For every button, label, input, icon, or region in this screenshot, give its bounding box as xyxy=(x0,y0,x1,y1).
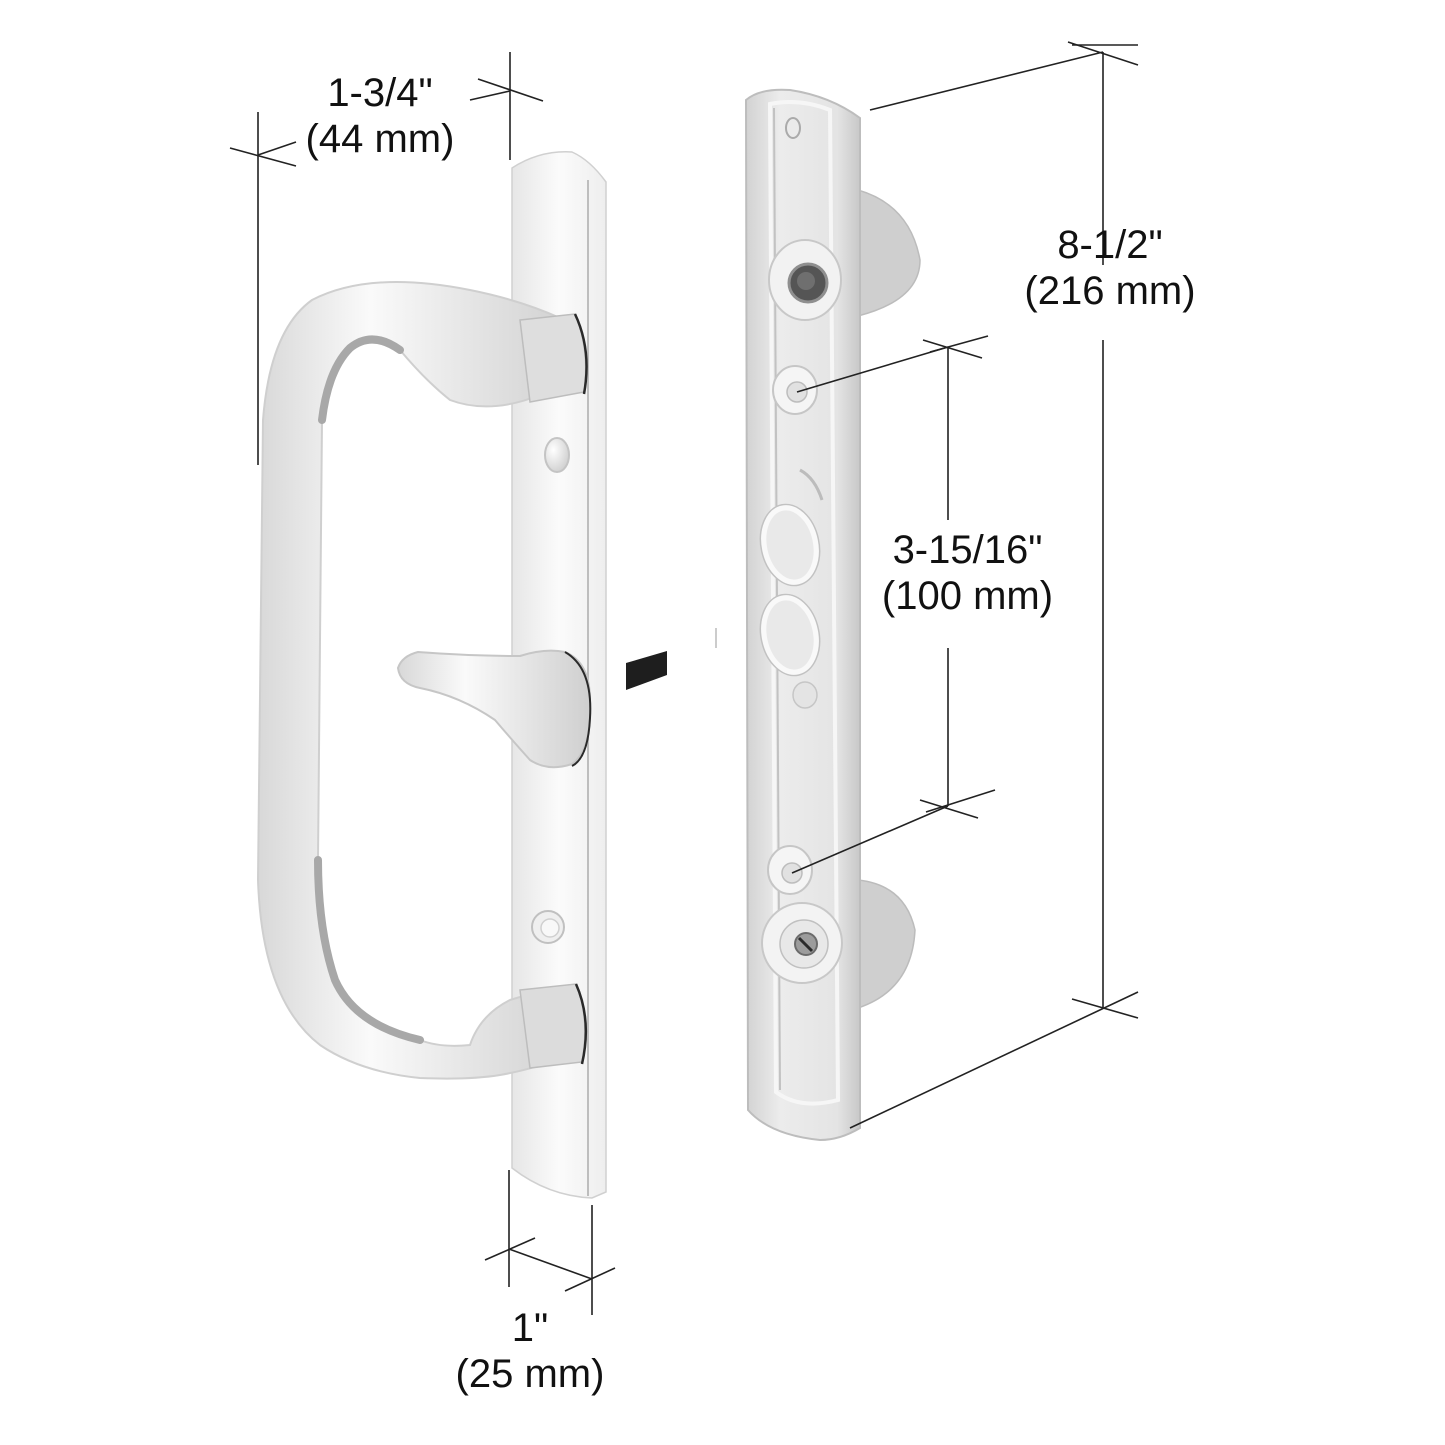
plate-width-imperial: 1" xyxy=(511,1306,549,1350)
width-dimension-line xyxy=(484,1170,616,1315)
back-plate-rib xyxy=(799,468,824,501)
projection-metric: (44 mm) xyxy=(305,117,455,161)
collar-ring xyxy=(574,983,588,1065)
handle-inner-shade xyxy=(314,335,424,1044)
plate-width-metric: (25 mm) xyxy=(455,1352,605,1396)
hole-spacing-metric: (100 mm) xyxy=(881,574,1054,618)
exterior-handle-assembly xyxy=(256,151,717,1199)
bottom-handle-collar xyxy=(519,983,586,1069)
bottom-mounting-tab xyxy=(857,879,916,1010)
projection-dimension-line xyxy=(229,52,544,465)
collar-ring xyxy=(573,313,588,395)
top-mounting-tab xyxy=(857,189,921,317)
oval-slot-edge xyxy=(759,593,821,677)
plate-width-label: 1" (25 mm) xyxy=(435,1305,625,1397)
tail-piece xyxy=(626,651,667,690)
height-dimension-line xyxy=(849,41,1139,1129)
screw-slot xyxy=(797,936,814,953)
oval-slot xyxy=(760,504,820,586)
projection-imperial: 1-3/4" xyxy=(327,71,433,115)
overall-height-label: 8-1/2" (216 mm) xyxy=(1005,222,1215,314)
back-plate-rim xyxy=(767,100,841,1106)
overall-height-metric: (216 mm) xyxy=(1024,269,1196,313)
screw-hole-inner-icon xyxy=(540,918,560,938)
hole-spacing-imperial: 3-15/16" xyxy=(892,528,1043,572)
dimension-lines xyxy=(229,41,1139,1315)
overall-height-imperial: 8-1/2" xyxy=(1057,223,1163,267)
screw-hole-icon xyxy=(544,437,570,473)
top-handle-collar xyxy=(519,313,587,403)
projection-label: 1-3/4" (44 mm) xyxy=(280,70,480,162)
lever-base-ring xyxy=(564,651,592,767)
hole-spacing-label: 3-15/16" (100 mm) xyxy=(860,527,1075,619)
thumb-turn-lever xyxy=(396,649,592,769)
hole-spacing-dimension-line xyxy=(791,335,996,874)
spindle-hole-inner xyxy=(797,272,815,290)
interior-back-plate xyxy=(744,88,921,1142)
oval-slot-edge xyxy=(759,503,821,587)
oval-slot xyxy=(760,594,820,676)
small-hole-icon xyxy=(785,117,801,139)
small-nub xyxy=(792,681,818,709)
